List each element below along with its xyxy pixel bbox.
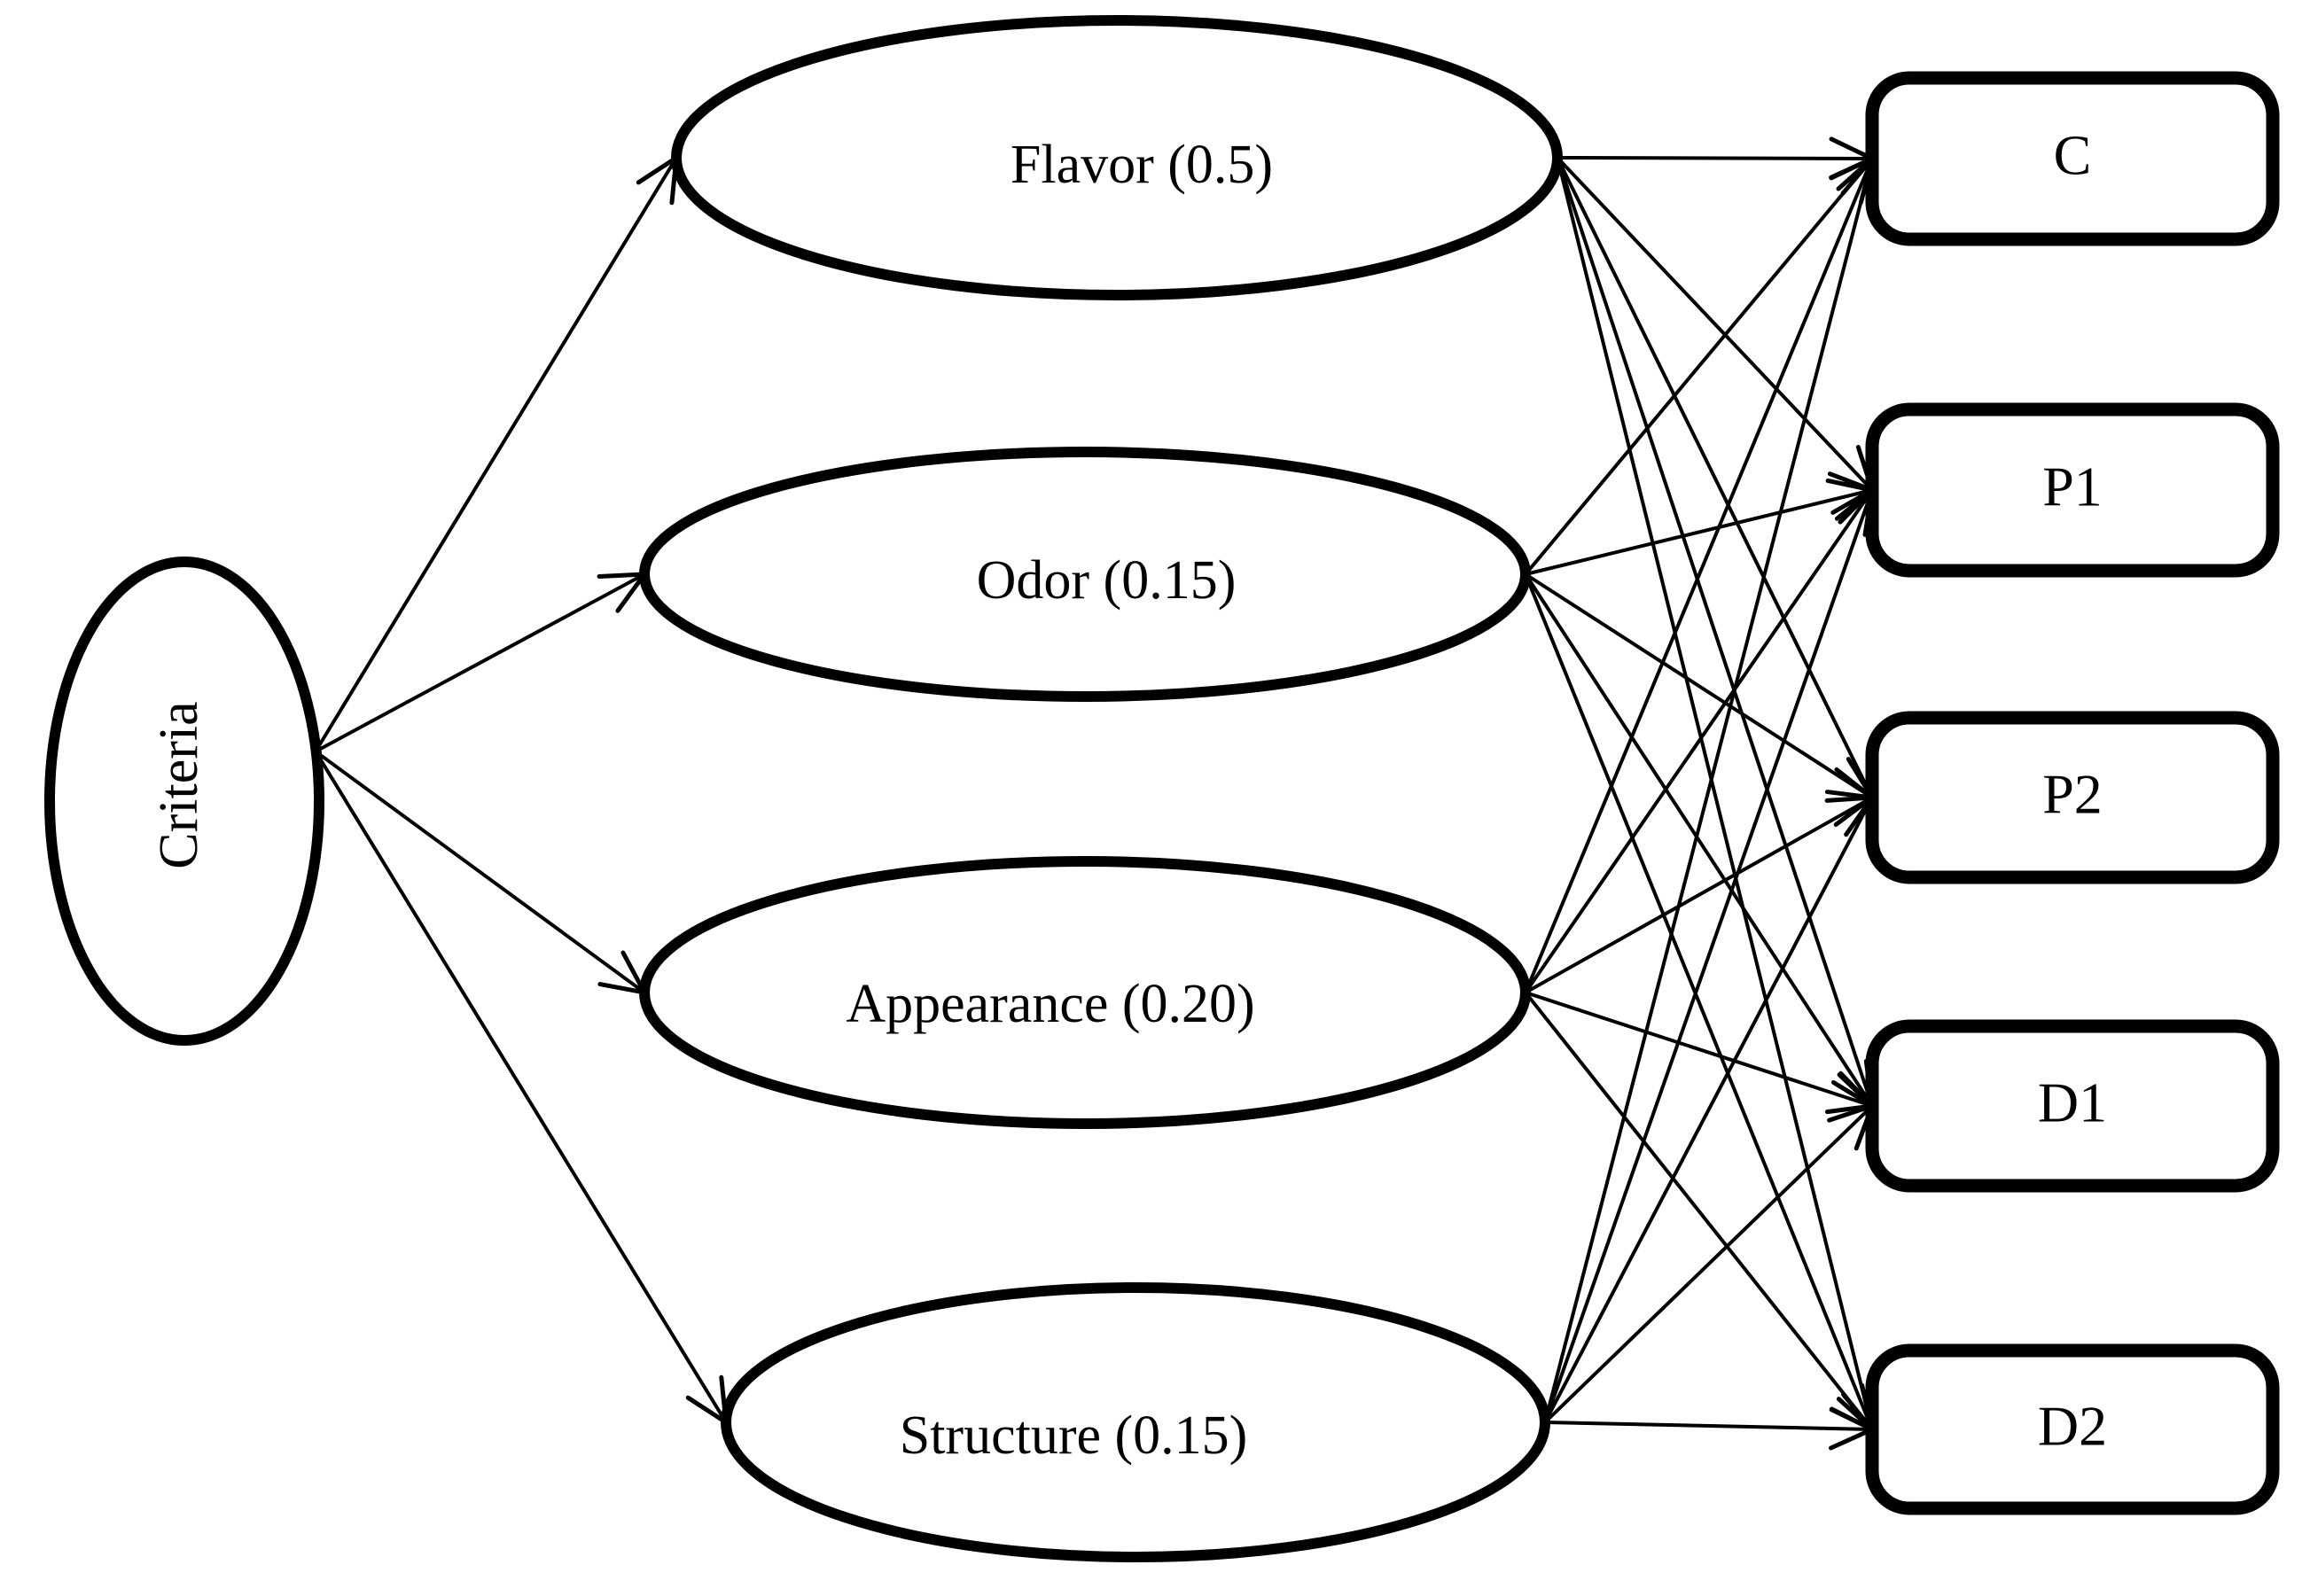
edge-odor-to-p1 [1524,490,1872,576]
p1-box [1865,402,2280,578]
edge-flavor-to-d2 [1556,156,1872,1429]
node-layer: Criteria Flavor (0.5) Odor (0.15) Appearanc… [44,15,2280,1562]
edge-odor-to-d2 [1524,572,1872,1429]
edge-layer [314,156,1872,1429]
edge-appearance-to-p1 [1524,490,1872,994]
node-appearance: Appearance (0.20) [639,856,1531,1129]
edge-structure-to-d2 [1543,1422,1872,1429]
structure-label: Structure (0.15) [900,1405,1248,1466]
p2-box [1865,711,2280,884]
node-odor: Odor (0.15) [639,447,1531,702]
appearance-label: Appearance (0.20) [846,974,1254,1034]
edge-odor-to-d1 [1524,572,1872,1106]
edge-structure-to-p2 [1543,798,1872,1424]
edge-structure-to-d1 [1543,1106,1872,1424]
node-c: C [1865,71,2280,246]
edge-appearance-to-d2 [1524,991,1872,1429]
criteria-ellipse [44,557,324,1046]
edge-flavor-to-p1 [1556,156,1872,490]
d1-label: D1 [2038,1071,2107,1134]
node-d1: D1 [1865,1019,2280,1193]
node-d2: D2 [1865,1343,2280,1515]
edge-odor-to-p2 [1524,572,1872,798]
node-criteria: Criteria [44,557,324,1046]
edge-flavor-to-d1 [1556,156,1872,1106]
d2-box [1865,1343,2280,1515]
criteria-label: Criteria [149,701,209,868]
edge-appearance-to-d1 [1524,991,1872,1106]
edge-structure-to-c [1543,159,1872,1424]
c-label: C [2054,124,2092,187]
node-flavor: Flavor (0.5) [671,15,1563,300]
edge-appearance-to-p2 [1524,798,1872,994]
edge-criteria-to-appearance [314,750,644,993]
node-structure: Structure (0.15) [721,1282,1550,1562]
p1-label: P1 [2042,455,2103,518]
edge-odor-to-c [1524,159,1872,576]
structure-ellipse [721,1282,1550,1562]
odor-label: Odor (0.15) [977,550,1237,611]
edge-criteria-to-odor [314,574,644,753]
c-box [1865,71,2280,246]
p2-label: P2 [2042,763,2103,826]
node-p2: P2 [1865,711,2280,884]
appearance-ellipse [639,856,1531,1129]
flavor-ellipse [671,15,1563,300]
d1-box [1865,1019,2280,1193]
edge-structure-to-p1 [1543,490,1872,1424]
flavor-label: Flavor (0.5) [1011,135,1273,195]
edge-flavor-to-c [1556,158,1872,159]
edge-criteria-to-flavor [314,158,676,753]
edge-criteria-to-structure [314,750,726,1422]
d2-label: D2 [2038,1395,2107,1458]
node-p1: P1 [1865,402,2280,578]
odor-ellipse [639,447,1531,702]
edge-flavor-to-p2 [1556,156,1872,798]
edge-appearance-to-c [1524,159,1872,994]
